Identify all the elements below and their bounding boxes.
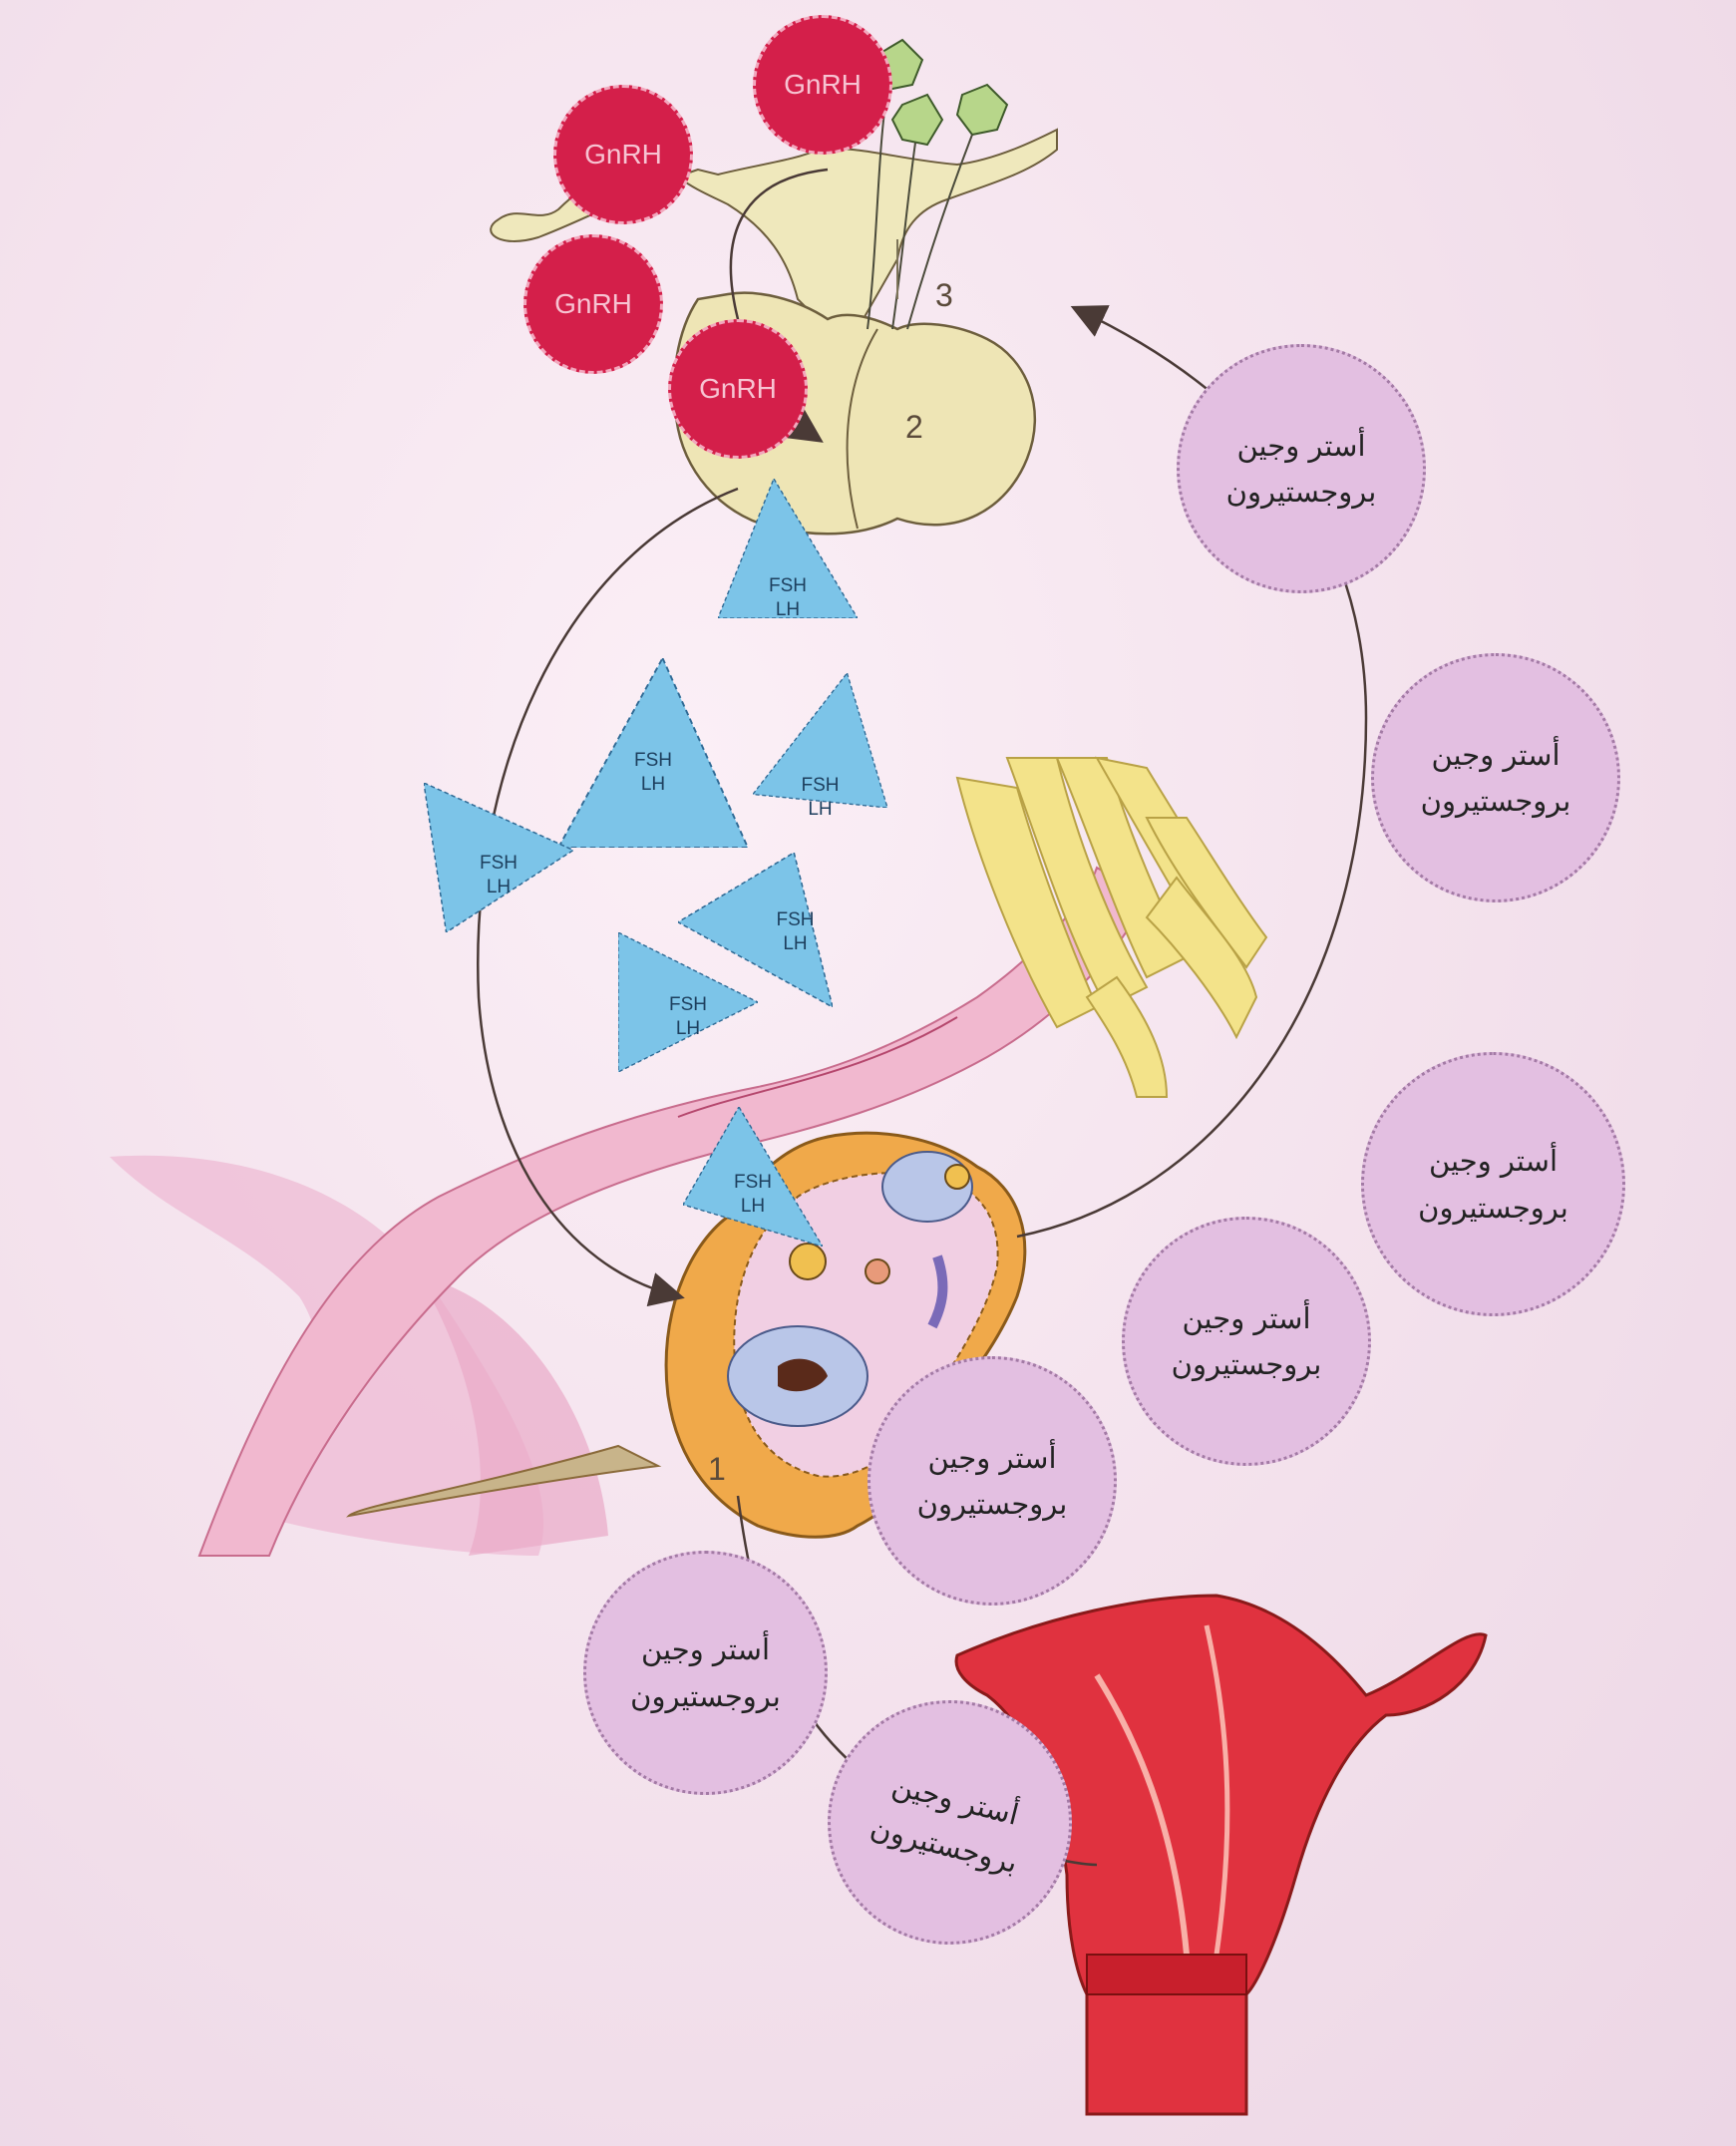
fsh-label: FSH bbox=[669, 993, 707, 1017]
gnrh-label: GnRH bbox=[554, 288, 632, 320]
progesterone-label: بروجستيرون bbox=[1226, 469, 1377, 515]
estrogen-label: أستر وجين bbox=[1431, 732, 1560, 778]
progesterone-label: بروجستيرون bbox=[1172, 1341, 1322, 1387]
gnrh-circle: GnRH bbox=[523, 234, 663, 374]
lh-label: LH bbox=[487, 876, 511, 899]
label-number-2: 2 bbox=[905, 409, 923, 446]
gnrh-circle: GnRH bbox=[753, 15, 892, 155]
progesterone-label: بروجستيرون bbox=[917, 1481, 1068, 1527]
gnrh-label: GnRH bbox=[784, 69, 862, 101]
estrogen-label: أستر وجين bbox=[1236, 423, 1365, 469]
lh-label: LH bbox=[808, 798, 832, 822]
lh-label: LH bbox=[776, 598, 800, 622]
fsh-label: FSH bbox=[802, 774, 840, 798]
label-number-3: 3 bbox=[935, 277, 953, 314]
estrogen-progesterone-circle: أستر وجين بروجستيرون bbox=[1177, 344, 1426, 593]
estrogen-progesterone-circle: أستر وجين بروجستيرون bbox=[583, 1551, 828, 1795]
fsh-label: FSH bbox=[734, 1171, 772, 1195]
fsh-label: FSH bbox=[634, 749, 672, 773]
lh-label: LH bbox=[641, 773, 665, 797]
gnrh-label: GnRH bbox=[699, 373, 777, 405]
estrogen-label: أستر وجين bbox=[927, 1435, 1056, 1481]
estrogen-progesterone-circle: أستر وجين بروجستيرون bbox=[868, 1356, 1117, 1606]
gnrh-label: GnRH bbox=[584, 139, 662, 171]
lh-label: LH bbox=[741, 1195, 765, 1219]
estrogen-label: أستر وجين bbox=[641, 1626, 770, 1672]
progesterone-label: بروجستيرون bbox=[630, 1673, 781, 1719]
estrogen-label: أستر وجين bbox=[1429, 1138, 1558, 1184]
gnrh-circle: GnRH bbox=[668, 319, 808, 459]
neuron-cells bbox=[872, 40, 1007, 145]
estrogen-progesterone-circle: أستر وجين بروجستيرون bbox=[1361, 1052, 1625, 1316]
fsh-label: FSH bbox=[777, 908, 815, 932]
progesterone-label: بروجستيرون bbox=[1421, 778, 1571, 824]
estrogen-label: أستر وجين bbox=[1182, 1295, 1310, 1341]
estrogen-progesterone-circle: أستر وجين بروجستيرون bbox=[1122, 1217, 1371, 1466]
lh-label: LH bbox=[676, 1017, 700, 1041]
fsh-label: FSH bbox=[769, 574, 807, 598]
gnrh-circle: GnRH bbox=[553, 85, 693, 224]
label-number-1: 1 bbox=[708, 1451, 726, 1488]
fsh-label: FSH bbox=[480, 852, 518, 876]
progesterone-label: بروجستيرون bbox=[1418, 1185, 1568, 1231]
estrogen-progesterone-circle: أستر وجين بروجستيرون bbox=[1371, 653, 1620, 902]
